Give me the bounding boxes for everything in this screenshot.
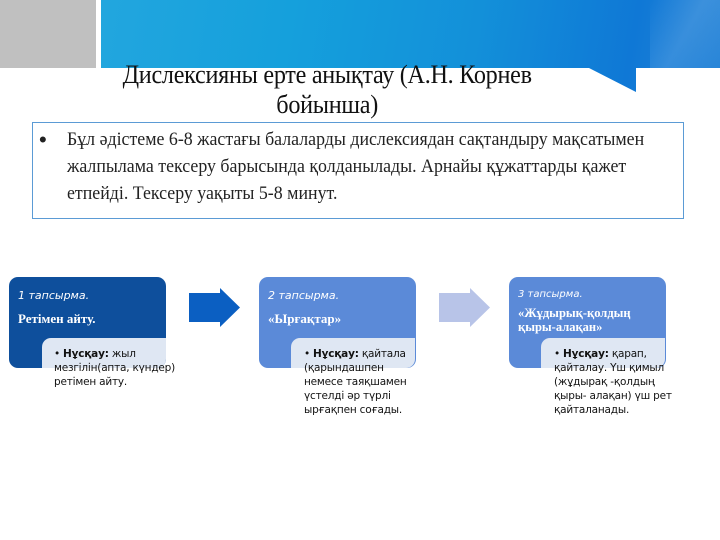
instruction-label: Нұсқау: xyxy=(63,348,109,360)
instruction-text: қайтала (қарындашпен немесе таяқшамен үс… xyxy=(304,348,407,416)
description-text: Бұл әдістеме 6-8 жастағы балаларды дисле… xyxy=(67,129,645,204)
task-title: «Жұдырық-қолдың қыры-алақан» xyxy=(518,306,631,334)
task-label: 1 тапсырма. xyxy=(18,289,90,302)
arrow-right-icon xyxy=(439,288,490,327)
bullet-icon: • xyxy=(54,348,60,360)
instruction-text: жыл мезгілін(апта, күндер) ретімен айту. xyxy=(54,348,176,388)
task-instruction-panel xyxy=(541,338,665,368)
description-box: • Бұл әдістеме 6-8 жастағы балаларды дис… xyxy=(32,122,684,219)
bullet-icon: • xyxy=(304,348,310,360)
task-card-1: 1 тапсырма. Ретімен айту. •Нұсқау: жыл м… xyxy=(9,277,175,388)
arrow-right-icon xyxy=(189,288,240,327)
task-label: 3 тапсырма. xyxy=(518,289,583,300)
instruction-label: Нұсқау: xyxy=(313,348,359,360)
task-instruction: •Нұсқау: қайтала (қарындашпен немесе тая… xyxy=(304,347,424,417)
task-label: 2 тапсырма. xyxy=(268,289,340,302)
instruction-text: қарап, қайталау. Үш қимыл (жұдырақ -қолд… xyxy=(554,348,672,416)
bullet-icon: • xyxy=(39,127,47,152)
task-instruction-panel xyxy=(291,338,415,368)
instruction-label: Нұсқау: xyxy=(563,348,609,360)
task-card-2: 2 тапсырма. «Ырғақтар» •Нұсқау: қайтала … xyxy=(259,277,416,416)
page-title: Дислексияны ерте анықтау (А.Н. Корнев бо… xyxy=(122,60,532,119)
banner-sheen xyxy=(650,0,720,68)
task-title: Ретімен айту. xyxy=(18,311,96,326)
task-instruction-panel xyxy=(42,338,166,368)
task-instruction: •Нұсқау: жыл мезгілін(апта, күндер) реті… xyxy=(54,347,179,389)
gray-corner-block xyxy=(0,0,96,68)
task-instruction: •Нұсқау: қарап, қайталау. Үш қимыл (жұды… xyxy=(554,347,684,417)
bullet-icon: • xyxy=(554,348,560,360)
task-card-3: 3 тапсырма. «Жұдырық-қолдың қыры-алақан»… xyxy=(509,277,672,416)
task-title: «Ырғақтар» xyxy=(268,311,342,326)
